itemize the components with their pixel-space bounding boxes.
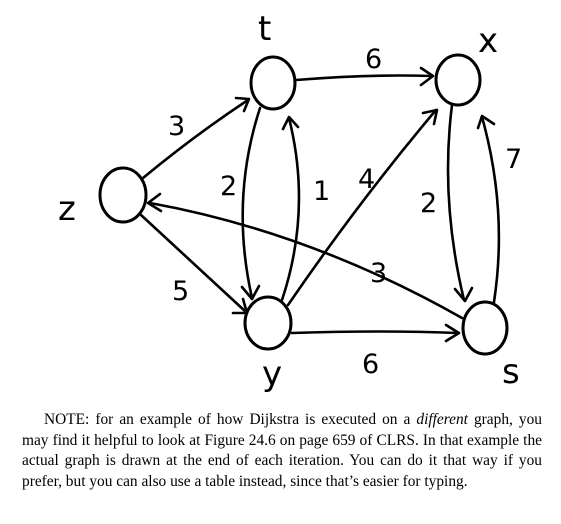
edge-s-to-x — [476, 114, 501, 304]
note-paragraph: NOTE: for an example of how Dijkstra is … — [22, 410, 542, 492]
edge-t-to-y — [240, 106, 262, 301]
node-label-t: t — [258, 9, 271, 49]
node-label-x: x — [478, 21, 498, 61]
edge-weight-x-s: 2 — [420, 188, 437, 219]
edge-weight-s-x: 7 — [505, 144, 522, 175]
note-text-end: graph, you may find it helpful to look a… — [22, 411, 542, 490]
edge-x-to-s — [446, 103, 474, 303]
edge-s-to-z — [146, 192, 464, 320]
edge-weight-y-s: 6 — [362, 349, 379, 380]
note-text-start: NOTE: for an example of how Dijkstra is … — [44, 411, 417, 428]
edge-weight-t-y: 2 — [220, 171, 237, 202]
edge-weight-t-x: 6 — [365, 44, 382, 75]
node-s — [461, 300, 509, 356]
edge-weight-y-t: 1 — [313, 176, 330, 207]
node-label-s: s — [502, 352, 520, 392]
weighted-directed-graph: t x z y s 3 5 6 2 1 4 6 — [58, 9, 522, 394]
edge-weight-y-x: 4 — [358, 164, 375, 195]
node-t — [249, 55, 297, 111]
edge-weight-s-z: 3 — [370, 258, 387, 289]
node-label-y: y — [262, 354, 282, 394]
node-label-z: z — [58, 189, 76, 229]
node-y — [243, 295, 293, 351]
note-emphasis: different — [416, 411, 468, 428]
edge-z-to-y — [139, 213, 249, 315]
edge-weight-z-t: 3 — [168, 111, 185, 142]
edge-t-to-x — [294, 66, 435, 87]
edge-y-to-t — [280, 115, 301, 302]
node-x — [434, 53, 482, 107]
node-z — [98, 166, 148, 224]
edge-weight-z-y: 5 — [172, 276, 189, 307]
edge-z-to-t — [141, 96, 251, 180]
edge-y-to-s — [290, 323, 461, 343]
edge-y-to-x — [286, 108, 439, 307]
